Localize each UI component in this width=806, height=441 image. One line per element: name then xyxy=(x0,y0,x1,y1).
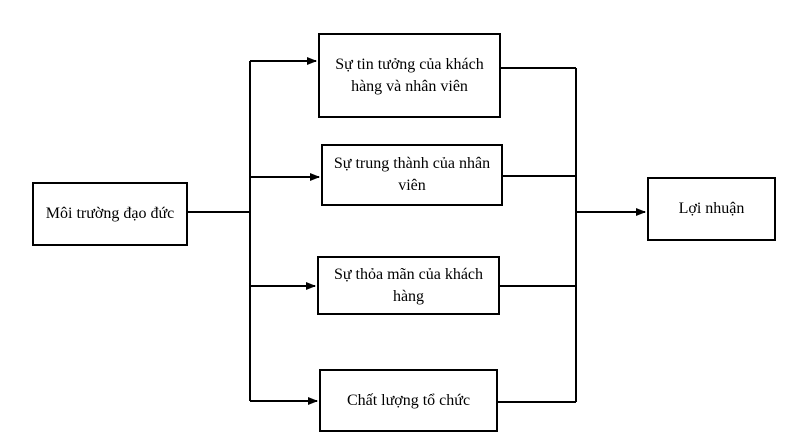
node-quality-label: Chất lượng tổ chức xyxy=(346,391,471,409)
node-trust-label: Sự tin tưởng của khách hàng và nhân viên xyxy=(335,55,484,95)
node-loyalty-label: Sự trung thành của nhân viên xyxy=(333,155,491,194)
node-profit-label: Lợi nhuận xyxy=(678,200,745,217)
node-ethical-environment-label: Môi trường đạo đức xyxy=(45,205,175,222)
node-profit: Lợi nhuận xyxy=(647,177,776,241)
node-satisfaction-label: Sự thỏa mãn của khách hàng xyxy=(333,265,484,305)
node-satisfaction: Sự thỏa mãn của khách hàng xyxy=(317,256,500,315)
node-trust: Sự tin tưởng của khách hàng và nhân viên xyxy=(318,33,501,118)
node-loyalty: Sự trung thành của nhân viên xyxy=(321,144,503,206)
node-ethical-environment: Môi trường đạo đức xyxy=(32,182,188,246)
node-quality: Chất lượng tổ chức xyxy=(319,369,498,432)
